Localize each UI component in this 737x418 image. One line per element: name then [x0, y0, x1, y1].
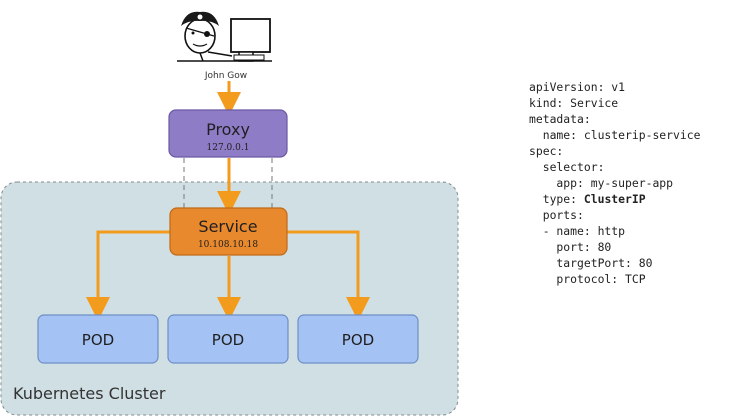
- yaml-line: spec:: [529, 144, 564, 158]
- yaml-line: kind: Service: [529, 96, 619, 110]
- arrow-service-to-pod-left: [86, 230, 170, 321]
- yaml-line: app: my-super-app: [529, 176, 674, 190]
- pod-node-3: POD: [297, 314, 419, 364]
- cluster-label: Kubernetes Cluster: [13, 384, 166, 403]
- service-node: Service 10.108.10.18: [169, 207, 288, 256]
- yaml-line: type:: [529, 192, 584, 206]
- yaml-line: protocol: TCP: [529, 272, 646, 286]
- yaml-line: metadata:: [529, 112, 591, 126]
- yaml-line: selector:: [529, 160, 605, 174]
- proxy-ip: 127.0.0.1: [207, 143, 250, 153]
- service-title: Service: [198, 217, 257, 236]
- architecture-diagram: Kubernetes Cluster John Gow Proxy 127.0: [0, 11, 459, 416]
- yaml-manifest: apiVersion: v1 kind: Service metadata: n…: [529, 79, 700, 287]
- pod-node-1: POD: [37, 314, 159, 364]
- yaml-line: name: clusterip-service: [529, 128, 701, 142]
- service-ip: 10.108.10.18: [198, 240, 258, 250]
- pod-node-2: POD: [167, 314, 289, 364]
- proxy-node: Proxy 127.0.0.1: [168, 109, 288, 158]
- yaml-line: ports:: [529, 208, 584, 222]
- pod-label: POD: [342, 331, 374, 349]
- yaml-line: apiVersion: v1: [529, 80, 626, 94]
- yaml-line: port: 80: [529, 240, 612, 254]
- yaml-line: - name: http: [529, 224, 626, 238]
- yaml-type-value: ClusterIP: [583, 192, 646, 206]
- yaml-line: targetPort: 80: [529, 256, 653, 270]
- user-name-label: John Gow: [204, 71, 247, 81]
- user-pirate-icon: [177, 11, 272, 62]
- pod-label: POD: [212, 331, 244, 349]
- arrow-service-to-pod-right: [287, 230, 370, 321]
- proxy-title: Proxy: [206, 120, 250, 139]
- pod-label: POD: [82, 331, 114, 349]
